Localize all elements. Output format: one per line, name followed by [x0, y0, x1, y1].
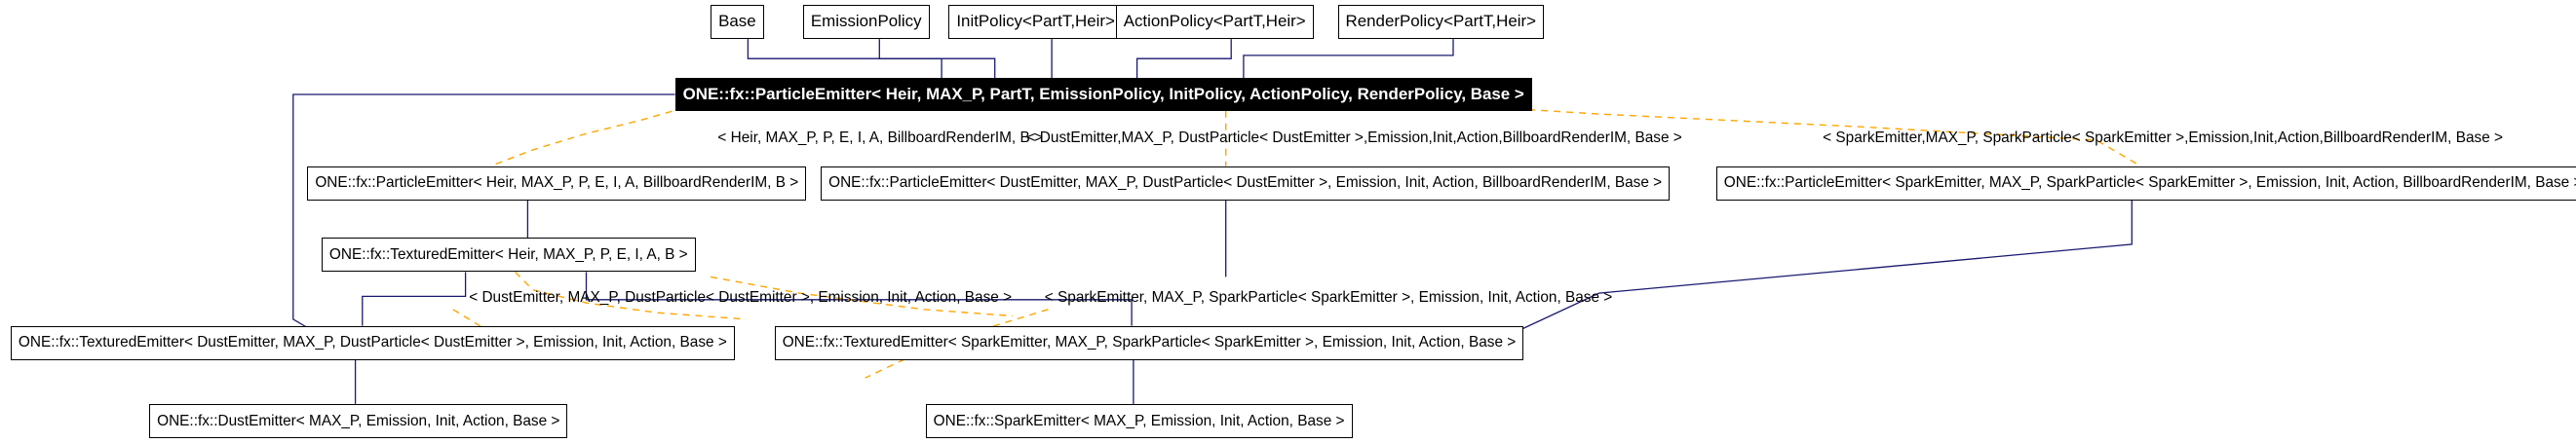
class-node-main[interactable]: ONE::fx::ParticleEmitter< Heir, MAX_P, P…: [674, 78, 1532, 111]
template-edge-label-lbl_dust_pe: < DustEmitter,MAX_P, DustParticle< DustE…: [1026, 129, 1682, 146]
class-node-label: ONE::fx::TexturedEmitter< SparkEmitter, …: [782, 334, 1517, 351]
inheritance-edge-base-main: [747, 39, 942, 79]
template-edge-label-lbl_dust_te: < DustEmitter, MAX_P, DustParticle< Dust…: [469, 288, 1013, 306]
template-edge-t-main-heir: [489, 103, 697, 167]
class-node-label: ONE::fx::ParticleEmitter< Heir, MAX_P, P…: [682, 84, 1524, 103]
class-node-render_policy[interactable]: RenderPolicy<PartT,Heir>: [1337, 5, 1544, 40]
class-node-label: ONE::fx::DustEmitter< MAX_P, Emission, I…: [157, 412, 560, 429]
template-edge-label-lbl_spark_pe: < SparkEmitter,MAX_P, SparkParticle< Spa…: [1823, 129, 2504, 146]
class-node-init_policy[interactable]: InitPolicy<PartT,Heir>: [948, 5, 1123, 40]
inheritance-edge-pe_spark-down: [1500, 200, 2133, 340]
class-node-pe_dust[interactable]: ONE::fx::ParticleEmitter< DustEmitter, M…: [821, 166, 1671, 201]
class-node-label: ONE::fx::TexturedEmitter< Heir, MAX_P, P…: [328, 246, 688, 264]
class-node-action_policy[interactable]: ActionPolicy<PartT,Heir>: [1115, 5, 1314, 40]
class-node-label: Base: [718, 12, 756, 31]
inheritance-edge-emission-main: [878, 39, 996, 79]
class-node-label: ONE::fx::ParticleEmitter< SparkEmitter, …: [1723, 174, 2576, 192]
class-node-te_heir[interactable]: ONE::fx::TexturedEmitter< Heir, MAX_P, P…: [321, 238, 696, 273]
class-node-spark_emitter[interactable]: ONE::fx::SparkEmitter< MAX_P, Emission, …: [925, 403, 1353, 438]
class-node-pe_heir[interactable]: ONE::fx::ParticleEmitter< Heir, MAX_P, P…: [307, 166, 807, 201]
class-node-label: RenderPolicy<PartT,Heir>: [1345, 12, 1536, 31]
class-node-dust_emitter[interactable]: ONE::fx::DustEmitter< MAX_P, Emission, I…: [149, 403, 568, 438]
class-node-label: EmissionPolicy: [810, 12, 922, 31]
inheritance-edge-te_heir-te_dust: [362, 272, 467, 326]
class-node-label: ONE::fx::ParticleEmitter< Heir, MAX_P, P…: [315, 174, 799, 192]
class-node-te_spark[interactable]: ONE::fx::TexturedEmitter< SparkEmitter, …: [774, 325, 1524, 360]
class-node-base[interactable]: Base: [711, 5, 764, 40]
template-edge-label-lbl_spark_te: < SparkEmitter, MAX_P, SparkParticle< Sp…: [1044, 288, 1613, 306]
class-node-label: ONE::fx::SparkEmitter< MAX_P, Emission, …: [933, 412, 1345, 429]
inheritance-edge-action-main: [1135, 39, 1232, 79]
inheritance-edge-render-main: [1243, 39, 1454, 79]
class-node-label: InitPolicy<PartT,Heir>: [956, 12, 1115, 31]
class-node-label: ONE::fx::TexturedEmitter< DustEmitter, M…: [18, 334, 727, 351]
class-node-label: ONE::fx::ParticleEmitter< DustEmitter, M…: [828, 174, 1663, 192]
template-edge-label-lbl_heir: < Heir, MAX_P, P, E, I, A, BillboardRend…: [717, 129, 1043, 146]
class-node-label: ActionPolicy<PartT,Heir>: [1123, 12, 1306, 31]
class-node-te_dust[interactable]: ONE::fx::TexturedEmitter< DustEmitter, M…: [10, 325, 735, 360]
class-node-emission_policy[interactable]: EmissionPolicy: [802, 5, 930, 40]
class-node-pe_spark[interactable]: ONE::fx::ParticleEmitter< SparkEmitter, …: [1715, 166, 2576, 201]
inheritance-edge-main-pe_heir-side: [292, 93, 675, 350]
